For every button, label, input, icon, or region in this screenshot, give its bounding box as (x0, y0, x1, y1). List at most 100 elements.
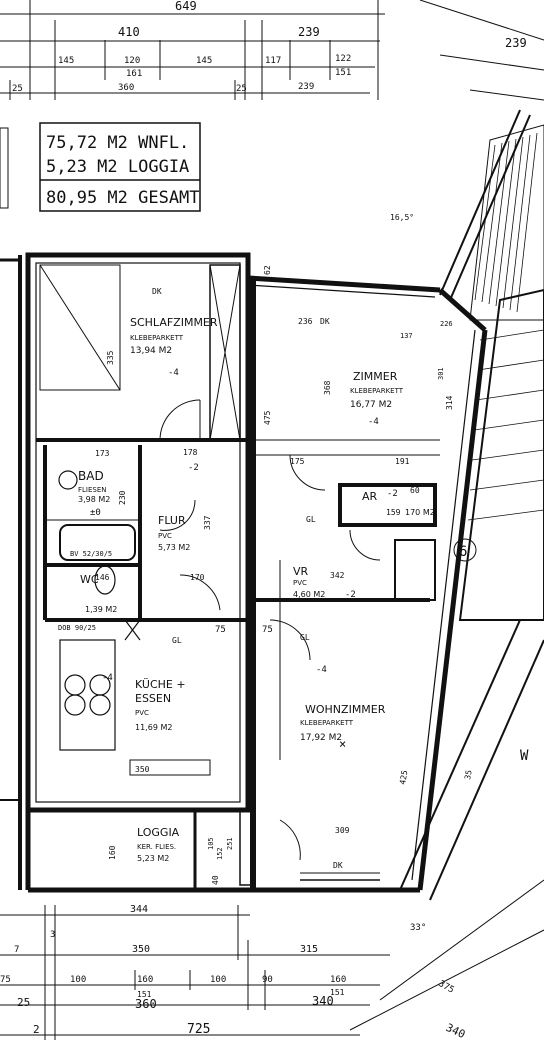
tag-bad: ±0 (90, 508, 101, 518)
room-schlafzimmer-name: SCHLAFZIMMER (130, 316, 218, 329)
dim-100b: 100 (210, 975, 226, 985)
room-kueche-name: KÜCHE + (135, 678, 186, 691)
dim-725: 725 (187, 1022, 210, 1037)
room-wohnzimmer-area: 17,92 M2 (300, 733, 342, 743)
room-bad-floor: FLIESEN (78, 486, 107, 494)
dim-75-bottom: 75 (0, 975, 11, 985)
dim-160b: 160 (330, 975, 346, 985)
dim-251: 251 (226, 837, 234, 850)
dim-105: 105 (207, 837, 215, 850)
room-loggia-name: LOGGIA (137, 826, 180, 839)
tag-schlafzimmer: -4 (168, 368, 179, 378)
bottom-dimension-lines (0, 905, 390, 1040)
dim-410: 410 (118, 25, 140, 39)
dim-239-right: 239 (505, 36, 527, 50)
dim-160: 160 (108, 845, 117, 860)
dim-75a: 75 (215, 625, 226, 635)
bathtub-label: BV 52/30/5 (70, 550, 112, 558)
dim-236: 236 (298, 317, 313, 326)
dim-100a: 100 (70, 975, 86, 985)
dim-159: 159 (386, 508, 401, 517)
dim-3-bottom: 3 (50, 930, 55, 940)
room-flur-floor: PVC (158, 532, 172, 540)
dim-90: 90 (262, 975, 273, 985)
room-kueche-area: 11,69 M2 (135, 723, 172, 732)
dim-137: 137 (400, 332, 413, 340)
dim-368: 368 (323, 380, 332, 395)
dim-230: 230 (118, 490, 127, 505)
fixtures (58, 470, 141, 751)
dim-25-bottom: 25 (17, 996, 30, 1009)
dim-375: 375 (437, 979, 456, 996)
dim-239b: 239 (298, 82, 314, 92)
area-row-loggia: 5,23 M2 LOGGIA (46, 157, 189, 177)
dim-340-right: 340 (444, 1021, 468, 1041)
dim-360-bottom: 360 (135, 997, 157, 1011)
dim-425: 425 (398, 769, 409, 785)
dim-350-bottom: 350 (132, 944, 150, 955)
unit-marker (453, 538, 477, 562)
room-schlafzimmer-floor: KLEBEPARKETT (130, 334, 184, 342)
dim-7-bottom: 7 (14, 945, 19, 955)
dim-151b: 151 (330, 988, 345, 997)
room-zimmer-area: 16,77 M2 (350, 400, 392, 410)
dim-2-bottom: 2 (33, 1023, 40, 1036)
room-vr-floor: PVC (293, 579, 307, 587)
dim-35: 35 (463, 769, 474, 780)
area-summary-box (39, 122, 201, 212)
dim-60: 60 (410, 486, 420, 495)
dk-schlafzimmer: DK (152, 287, 162, 296)
dim-173: 173 (95, 449, 110, 458)
tag-flur: -2 (188, 463, 199, 473)
room-ar-name: AR (362, 490, 378, 503)
tag-zimmer: -4 (368, 417, 379, 427)
dim-25a: 25 (12, 84, 23, 94)
dim-40: 40 (211, 875, 220, 885)
room-loggia-area: 5,23 M2 (137, 854, 169, 863)
dim-175: 175 (290, 457, 305, 466)
dim-120: 120 (124, 56, 140, 66)
room-wc-name: WC (80, 573, 99, 586)
dim-170: 170 (190, 573, 205, 582)
room-wohnzimmer-floor: KLEBEPARKETT (300, 719, 354, 727)
room-ar-area: 170 M2 (405, 508, 435, 517)
room-bad-area: 3,98 M2 (78, 495, 110, 504)
dim-160a: 160 (137, 975, 153, 985)
room-kueche-name2: ESSEN (135, 692, 171, 705)
room-bad-name: BAD (78, 469, 104, 483)
dim-475: 475 (263, 410, 272, 425)
tag-vr: -2 (345, 590, 356, 600)
dim-122: 122 (335, 54, 351, 64)
angle-label: 16,5° (390, 213, 414, 222)
misc-labels: DK DK GL GL GL -4 -4 -4 -4 -2 -2 -2 ±0 B… (58, 287, 398, 870)
dk-zimmer: DK (320, 317, 330, 326)
room-zimmer-name: ZIMMER (353, 370, 398, 383)
right-building-section (349, 0, 544, 1031)
dim-62: 62 (263, 265, 272, 275)
dim-146: 146 (95, 573, 110, 582)
dim-178: 178 (183, 448, 198, 457)
room-wc-area: 1,39 M2 (85, 605, 117, 614)
inner-dimension-labels: 335 368 475 236 DK 137 226 175 191 178 1… (95, 265, 474, 885)
room-flur-name: FLUR (158, 514, 186, 527)
dim-75b: 75 (262, 625, 273, 635)
left-edge-box (0, 127, 9, 209)
room-kueche-floor: PVC (135, 709, 149, 717)
area-row-wnfl: 75,72 M2 WNFL. (46, 133, 189, 153)
dim-315: 315 (300, 944, 318, 955)
dim-342: 342 (330, 571, 345, 580)
room-vr-area: 4,60 M2 (293, 590, 325, 599)
room-schlafzimmer-area: 13,94 M2 (130, 346, 172, 356)
dim-145a: 145 (58, 56, 74, 66)
gl-kueche: GL (172, 636, 182, 645)
dk-wohnzimmer: DK (333, 861, 343, 870)
tag-ar: -2 (387, 489, 398, 499)
unit-number: 6 (459, 544, 467, 560)
dim-145b: 145 (196, 56, 212, 66)
neighbor-w: W (520, 748, 529, 764)
dim-340: 340 (312, 994, 334, 1008)
walls (0, 252, 488, 893)
door-swings (159, 399, 381, 861)
room-zimmer-floor: KLEBEPARKETT (350, 387, 404, 395)
